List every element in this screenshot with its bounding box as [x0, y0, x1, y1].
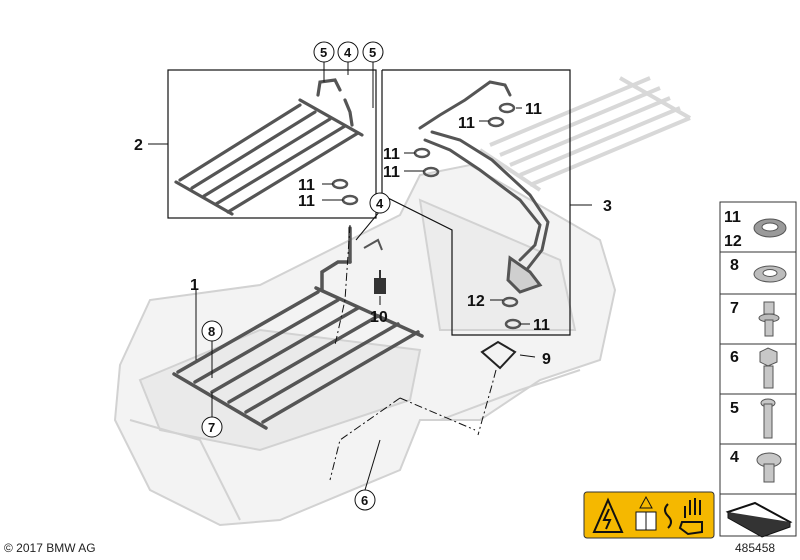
legend-label-8: 8	[730, 257, 739, 274]
torx-screw-icon	[756, 452, 782, 483]
callout-5a: 5	[320, 45, 327, 60]
callout-11c: 11	[458, 115, 475, 132]
upper-cooling-rack	[174, 78, 364, 216]
callout-9: 9	[542, 351, 551, 368]
callout-11e: 11	[383, 146, 400, 163]
callout-3: 3	[603, 198, 612, 215]
ghost-cooling-rack	[478, 76, 691, 192]
callout-11b: 11	[298, 193, 315, 210]
high-voltage-warning-icon	[592, 497, 624, 533]
bracket-icon	[725, 501, 793, 538]
stud-bolt-icon	[758, 301, 780, 337]
hex-bolt-icon	[759, 347, 778, 389]
caution-manual-icon	[635, 495, 657, 531]
no-touch-glove-icon	[664, 498, 703, 536]
callout-2: 2	[134, 137, 143, 154]
legend-label-6: 6	[730, 349, 739, 366]
fastener-legend: 11 12 8 7 6 5 4	[719, 201, 797, 538]
callout-8: 8	[208, 324, 215, 339]
document-id: 485458	[735, 541, 776, 555]
legend-cell-6	[719, 343, 797, 395]
callout-11d: 11	[525, 101, 542, 118]
temperature-sensor	[363, 238, 386, 294]
callout-5b: 5	[369, 45, 376, 60]
legend-cell-5	[719, 393, 797, 445]
washer-icon	[753, 218, 787, 238]
copyright-text: © 2017 BMW AG	[4, 541, 96, 555]
callout-4a: 4	[344, 45, 352, 60]
lower-cooling-rack	[172, 226, 424, 430]
callout-11a: 11	[298, 177, 315, 194]
flat-washer-icon	[753, 265, 787, 283]
dash-dot-lines	[329, 224, 497, 481]
coolant-line-assembly	[418, 80, 550, 294]
legend-label-4: 4	[730, 449, 739, 466]
callout-11g: 11	[533, 317, 550, 334]
callout-6: 6	[361, 493, 368, 508]
o-ring-seal	[480, 340, 517, 370]
legend-label-12: 12	[724, 233, 742, 250]
callout-1: 1	[190, 277, 199, 294]
legend-label-11: 11	[724, 209, 741, 226]
legend-label-7: 7	[730, 300, 739, 317]
callout-11f: 11	[383, 164, 400, 181]
legend-label-5: 5	[730, 400, 739, 417]
warning-label	[583, 491, 715, 539]
callout-4b: 4	[376, 196, 384, 211]
callout-12: 12	[467, 293, 485, 310]
long-screw-icon	[760, 398, 776, 439]
leader-lines	[148, 61, 592, 491]
callout-10: 10	[370, 309, 388, 326]
callout-7: 7	[208, 420, 215, 435]
